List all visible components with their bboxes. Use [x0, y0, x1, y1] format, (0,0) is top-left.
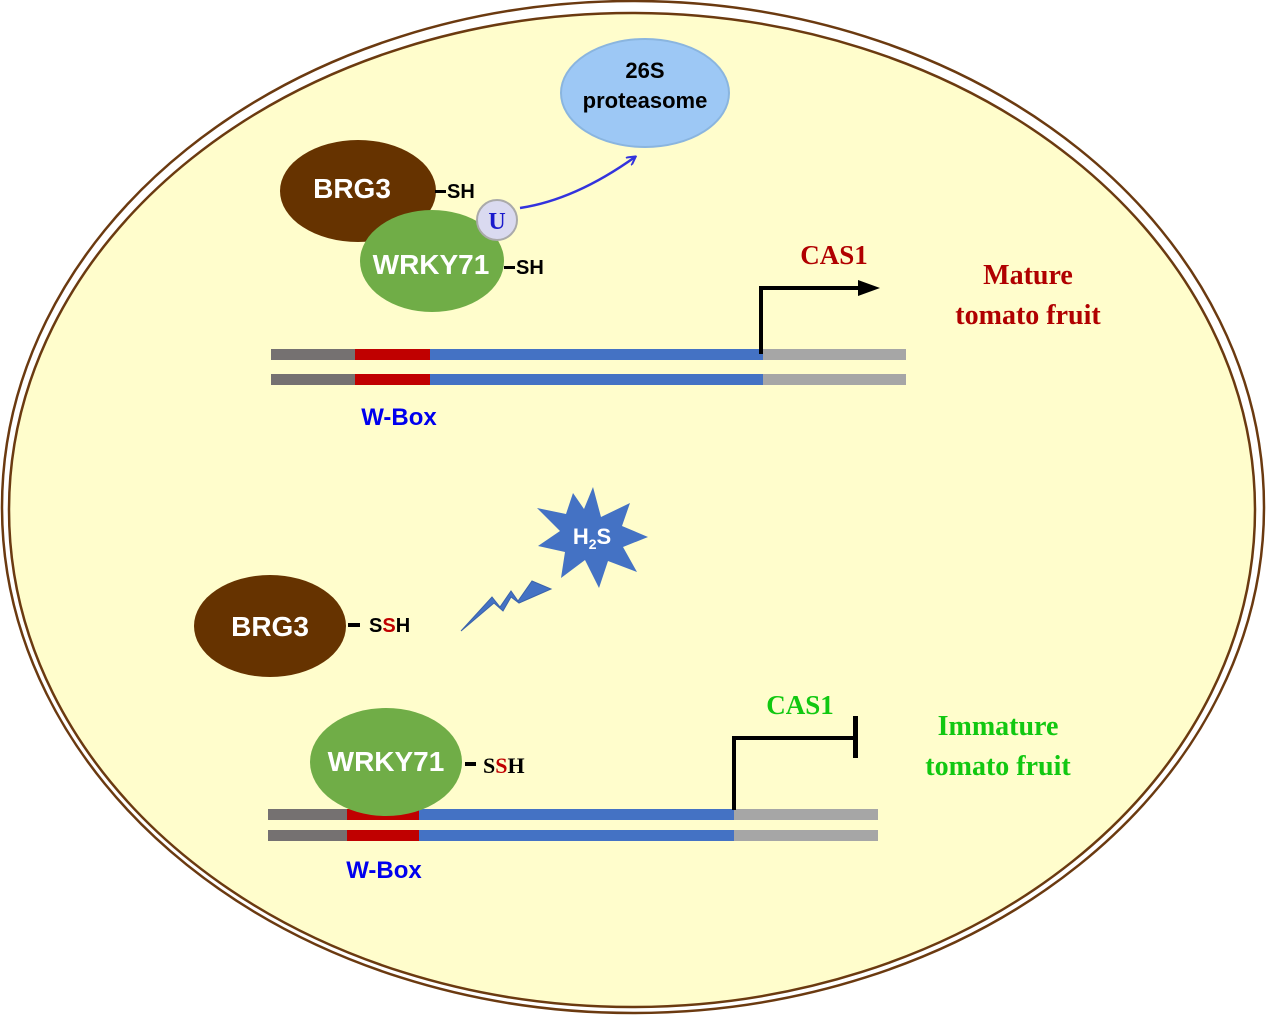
ubiquitin: U — [476, 199, 518, 241]
h2s-burst-icon — [537, 487, 648, 588]
cell-inner-membrane — [7, 11, 1257, 1009]
wrky71-shape — [360, 210, 504, 312]
wrky71-label: WRKY71 — [373, 249, 490, 280]
degradation-arrow — [519, 157, 635, 210]
bottom-wbox-label: W-Box — [346, 857, 422, 884]
brg3-bond — [435, 190, 446, 193]
wrky71-persulfide-s2: S — [495, 753, 507, 778]
top-dna-gene-2 — [430, 374, 764, 385]
bottom-dna-downstream-2 — [734, 830, 878, 841]
mature-state-line2: tomato fruit — [955, 300, 1101, 331]
brg3-persulfide-group: SSH — [369, 615, 410, 637]
h2s-label-s: S — [597, 524, 612, 549]
wrky71-thiol-group: SH — [516, 257, 544, 279]
brg3-persulfidated-label: BRG3 — [231, 611, 309, 642]
top-dna-gene-1 — [430, 349, 764, 360]
proteasome-label-line2: proteasome — [583, 88, 708, 113]
bottom-transcription-repression — [732, 736, 856, 810]
wrky71-persulfidated-protein: WRKY71 SSH — [310, 708, 525, 816]
h2s-molecule: H2S — [537, 487, 648, 588]
bottom-gene-label: CAS1 — [766, 690, 834, 720]
top-dna-wbox-1 — [355, 349, 431, 360]
immature-state-line2: tomato fruit — [925, 751, 1071, 782]
proteasome: 26S proteasome — [560, 38, 730, 148]
bottom-dna-wbox-2 — [347, 830, 420, 841]
wrky71-persulfide-h: H — [508, 753, 525, 778]
brg3-label: BRG3 — [313, 173, 391, 204]
h2s-label: H2S — [573, 524, 611, 552]
wrky71-bond — [504, 266, 515, 269]
top-transcription-arrowhead — [858, 280, 880, 296]
proteasome-shape — [560, 38, 730, 148]
top-dna-downstream-1 — [763, 349, 906, 360]
wrky71-persulfidated-label: WRKY71 — [328, 746, 445, 777]
bottom-dna-downstream-1 — [734, 809, 878, 820]
bottom-dna-gene-2 — [419, 830, 735, 841]
top-gene-label: CAS1 — [800, 240, 868, 270]
bottom-dna-gene-1 — [419, 809, 735, 820]
bottom-dna-upstream-2 — [268, 830, 348, 841]
top-dna-downstream-2 — [763, 374, 906, 385]
bottom-repression-bar — [853, 716, 858, 758]
brg3-thiol-group: SH — [447, 181, 475, 203]
brg3-persulfidated-bond — [348, 623, 360, 627]
bottom-panel: H2S BRG3 SSH WRKY71 SSH — [194, 487, 1071, 884]
brg3-persulfide-s2: S — [382, 615, 395, 637]
wrky71-persulfidated-bond — [465, 762, 476, 766]
lightning-bolt-icon — [460, 580, 553, 632]
top-dna-upstream-1 — [271, 349, 356, 360]
wrky71-persulfide-group: SSH — [483, 753, 525, 778]
bottom-dna-upstream-1 — [268, 809, 348, 820]
ubiquitin-label: U — [488, 209, 505, 235]
top-dna — [271, 349, 906, 385]
brg3-persulfide-s1: S — [369, 615, 382, 637]
top-wbox-label: W-Box — [361, 404, 437, 431]
brg3-persulfide-h: H — [396, 615, 410, 637]
h2s-label-subscript: 2 — [589, 536, 597, 552]
ubiquitin-shape — [476, 199, 518, 241]
top-transcription-arrow — [759, 286, 862, 354]
brg3-persulfidated-protein: BRG3 SSH — [194, 575, 410, 677]
top-dna-wbox-2 — [355, 374, 431, 385]
brg3-persulfidated-shape — [194, 575, 346, 677]
top-panel: 26S proteasome BRG3 SH WRKY71 SH U — [271, 38, 1101, 431]
wrky71-persulfide-s1: S — [483, 753, 495, 778]
wrky71-persulfidated-shape — [310, 708, 462, 816]
mature-state-line1: Mature — [983, 260, 1073, 291]
top-dna-upstream-2 — [271, 374, 356, 385]
wrky71-protein: WRKY71 SH — [360, 210, 544, 312]
immature-state-line1: Immature — [938, 711, 1059, 742]
h2s-label-h: H — [573, 524, 589, 549]
proteasome-label-line1: 26S — [625, 58, 664, 83]
